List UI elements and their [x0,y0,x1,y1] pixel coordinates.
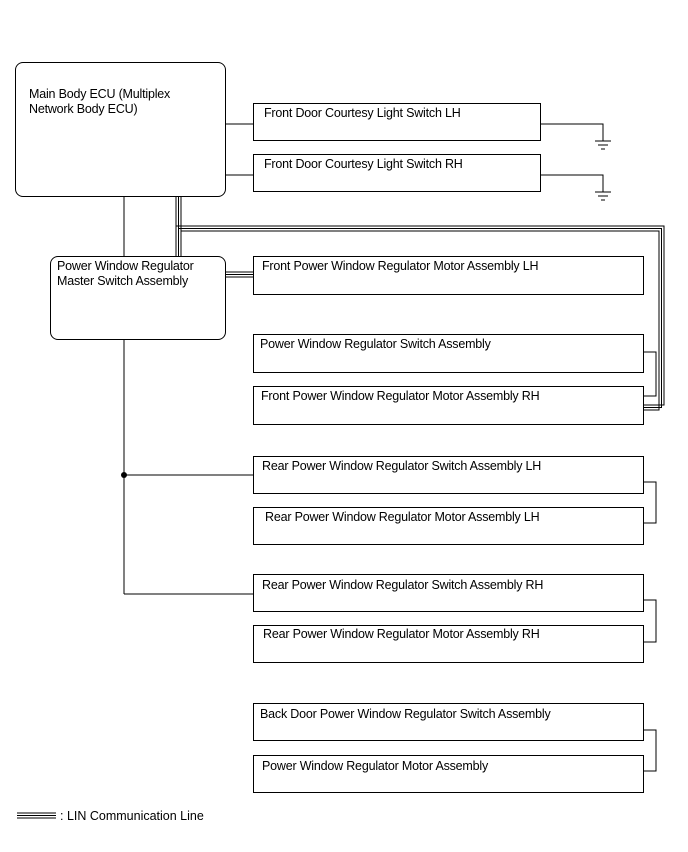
back-door-switch-motor-wire [644,729,657,772]
rear-switch-motor-lh-wire [644,481,657,524]
courtesy-switch-lh-box [253,103,541,141]
courtesy-switch-rh-box [253,154,541,192]
junction-dot [121,472,127,478]
main-body-ecu-box [15,62,226,197]
ground-symbol-lh [595,140,611,150]
courtesy-lh-ground-wire [541,123,604,141]
pw-motor-label: Power Window Regulator Motor Assembly [262,759,489,773]
back-door-switch-label: Back Door Power Window Regulator Switch … [260,707,551,721]
rear-switch-rh-label: Rear Power Window Regulator Switch Assem… [262,578,544,592]
front-motor-rh-box [253,386,644,425]
rear-switch-lh-box [253,456,644,494]
master-switch-box [50,256,226,340]
pw-switch-box [253,334,644,373]
rear-switch-lh-label: Rear Power Window Regulator Switch Assem… [262,459,542,473]
courtesy-switch-lh-label: Front Door Courtesy Light Switch LH [264,106,461,120]
legend-lin-label: : LIN Communication Line [60,809,204,823]
rear-motor-rh-label: Rear Power Window Regulator Motor Assemb… [263,627,540,641]
rear-switch-motor-rh-wire [644,599,657,643]
back-door-switch-box [253,703,644,741]
pw-motor-box [253,755,644,793]
front-motor-lh-box [253,256,644,295]
pw-switch-motor-rh-wire [644,351,657,397]
legend-lin-symbol [17,812,56,819]
front-motor-rh-label: Front Power Window Regulator Motor Assem… [261,389,540,403]
lin-line-ecu-front-motor-rh [175,197,665,411]
front-motor-lh-label: Front Power Window Regulator Motor Assem… [262,259,539,273]
lin-line-master-front-motor-lh [226,271,253,278]
courtesy-rh-ground-wire [541,174,604,192]
courtesy-switch-rh-label: Front Door Courtesy Light Switch RH [264,157,463,171]
rear-motor-lh-label: Rear Power Window Regulator Motor Assemb… [265,510,540,524]
rear-switch-rh-box [253,574,644,612]
main-body-ecu-label: Main Body ECU (Multiplex Network Body EC… [29,87,171,116]
rear-motor-rh-box [253,625,644,663]
pw-switch-label: Power Window Regulator Switch Assembly [260,337,491,351]
master-switch-label: Power Window Regulator Master Switch Ass… [57,259,194,288]
ground-symbol-rh [595,191,611,201]
rear-motor-lh-box [253,507,644,545]
